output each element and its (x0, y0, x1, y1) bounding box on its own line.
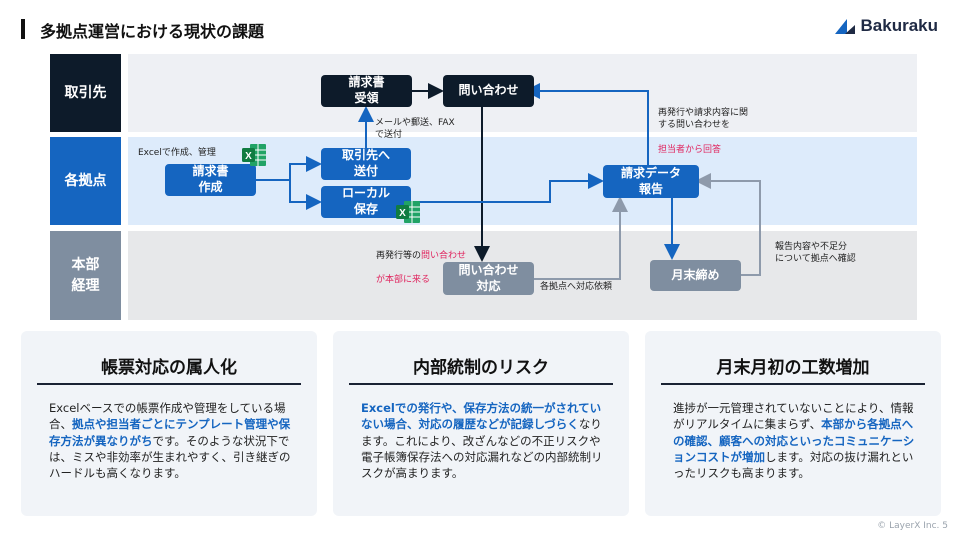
card-body: 進捗が一元管理されていないことにより、情報がリアルタイムに集まらず、本部から各拠… (673, 400, 919, 482)
note-saihakko-mid-text-a: 再発行等の (376, 251, 422, 262)
excel-icon: X (242, 144, 266, 166)
note-excel-kanri: Excelで作成、管理 (138, 148, 216, 158)
lane-label-honbu: 本部 経理 (50, 231, 121, 320)
note-saihakko-top: 再発行や請求内容に関 する問い合わせを 担当者から回答 (658, 95, 748, 156)
note-saihakko-mid-highlight-b: が本部に来る (376, 275, 431, 286)
box-seikyu-data-hokoku: 請求データ 報告 (603, 165, 699, 198)
title-accent-bar (21, 19, 25, 39)
card-highlight: 本部から各拠点への確認、顧客への対応といったコミュニケーションコストが増加 (673, 417, 915, 464)
box-getsumatsu-shime: 月末締め (650, 260, 741, 291)
card-text: Excelベースでの帳票作成や管理をしている場合、 (49, 401, 286, 432)
svg-text:X: X (245, 151, 252, 162)
box-torihikisaki-sofu: 取引先へ 送付 (321, 148, 411, 180)
card-title: 月末月初の工数増加 (716, 358, 870, 378)
note-saihakko-top-highlight: 担当者から回答 (658, 144, 722, 155)
lane-label-kyoten: 各拠点 (50, 137, 121, 225)
note-saihakko-mid-highlight-a: 問い合わせ (421, 251, 467, 262)
card-body: Excelベースでの帳票作成や管理をしている場合、拠点や担当者ごとにテンプレート… (49, 400, 295, 482)
box-seikyusho-juryo: 請求書 受領 (321, 75, 412, 107)
card-text: 進捗が一元管理されていないことにより、情報がリアルタイムに集まらず、 (673, 401, 914, 432)
logo: Bakuraku (833, 16, 938, 36)
svg-text:X: X (399, 208, 406, 219)
issue-card: 内部統制のリスク Excelでの発行や、保存方法の統一がされていない場合、対応の… (333, 331, 629, 516)
card-highlight: 拠点や担当者ごとにテンプレート管理や保存方法が異なりがち (49, 417, 291, 448)
note-hokoku-kakunin: 報告内容や不足分 について拠点へ確認 (775, 242, 856, 265)
card-divider (37, 383, 301, 385)
page-title: 多拠点運営における現状の課題 (40, 22, 265, 41)
box-toiawase: 問い合わせ (443, 75, 534, 107)
card-text: なります。これにより、改ざんなどの不正リスクや電子帳簿保存法への対応漏れなどの内… (361, 417, 603, 481)
card-text: します。対応の抜け漏れといったリスクも高まります。 (673, 449, 914, 481)
note-saihakko-top-text: 再発行や請求内容に関 する問い合わせを (658, 108, 749, 131)
card-title: 内部統制のリスク (413, 358, 549, 378)
card-divider (349, 383, 613, 385)
box-seikyusho-sakusei: 請求書 作成 (165, 164, 256, 196)
note-kyoten-irai: 各拠点へ対応依頼 (540, 282, 613, 292)
box-toiawase-taio: 問い合わせ 対応 (443, 262, 534, 295)
lane-label-torihikisaki: 取引先 (50, 54, 121, 132)
card-title: 帳票対応の属人化 (101, 358, 237, 378)
logo-text: Bakuraku (860, 16, 938, 35)
excel-icon: X (396, 201, 420, 223)
bakuraku-logo-icon (834, 19, 855, 34)
card-divider (661, 383, 925, 385)
issue-card: 月末月初の工数増加 進捗が一元管理されていないことにより、情報がリアルタイムに集… (645, 331, 941, 516)
footer-copyright: © LayerX Inc. 5 (877, 521, 948, 531)
issue-card: 帳票対応の属人化 Excelベースでの帳票作成や管理をしている場合、拠点や担当者… (21, 331, 317, 516)
card-body: Excelでの発行や、保存方法の統一がされていない場合、対応の履歴などが記録しづ… (361, 400, 607, 482)
card-highlight: Excelでの発行や、保存方法の統一がされていない場合、対応の履歴などが記録しづ… (361, 401, 602, 432)
note-saihakko-mid: 再発行等の問い合わせ が本部に来る (376, 238, 466, 287)
note-mail-fax: メールや郵送、FAX で送付 (375, 118, 455, 141)
card-text: です。そのような状況下では、ミスや非効率が生まれやすく、引き継ぎのハードルも高く… (49, 433, 291, 481)
